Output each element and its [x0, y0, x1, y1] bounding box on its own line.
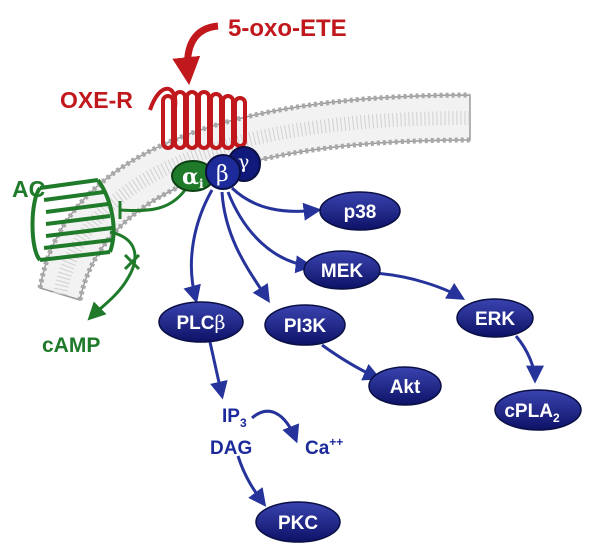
camp-label: cAMP: [42, 334, 100, 357]
g-gamma-label: γ: [238, 151, 249, 173]
node-mek: MEK: [303, 250, 381, 290]
ca-label: Ca++: [305, 435, 343, 459]
arrow-pi3k-to-akt: [321, 343, 382, 381]
oxe-receptor: [148, 86, 247, 150]
node-cpla2-label: cPLA2: [504, 401, 560, 425]
receptor-label: OXE-R: [60, 87, 133, 113]
node-pi3k: PI3K: [264, 304, 346, 346]
arrow-to-mek: [226, 191, 314, 274]
node-erk: ERK: [456, 298, 534, 338]
node-erk-label: ERK: [475, 309, 515, 330]
node-plcb: PLCβ: [158, 301, 244, 343]
node-pi3k-label: PI3K: [284, 316, 327, 337]
node-pkc: PKC: [255, 501, 341, 543]
arrow-to-pi3k: [220, 191, 270, 304]
ac-to-camp-arrow: [87, 230, 137, 321]
node-pkc-label: PKC: [278, 513, 318, 534]
arrow-erk-to-cpla2: [514, 335, 544, 384]
node-p38: p38: [319, 191, 401, 231]
arrow-to-plcb: [183, 189, 214, 304]
g-protein: αi β γ: [171, 146, 261, 192]
arrow-ip3-to-ca: [251, 409, 300, 444]
block-cross: [123, 253, 141, 271]
node-p38-label: p38: [344, 202, 377, 223]
g-alpha-label: αi: [182, 164, 204, 191]
adenylyl-cyclase: [30, 178, 116, 262]
node-plcb-label: PLCβ: [177, 312, 226, 334]
g-beta-subunit: [205, 154, 241, 190]
cell-membrane: [37, 92, 471, 301]
node-mek-label: MEK: [321, 261, 364, 282]
g-beta-label: β: [216, 162, 229, 187]
dag-label: DAG: [210, 438, 252, 459]
arrow-mek-to-erk: [371, 271, 466, 300]
ip3-label: IP3: [222, 406, 247, 430]
arrow-plcb-to-ip3: [208, 341, 228, 400]
ligand-label: 5-oxo-ETE: [228, 15, 347, 42]
arrow-to-p38: [230, 186, 322, 221]
inhibition-line: [119, 189, 187, 213]
node-cpla2: cPLA2: [494, 389, 582, 431]
arrow-dag-to-pkc: [236, 455, 267, 507]
node-akt: Akt: [368, 366, 442, 406]
ligand-arrow: [172, 22, 219, 86]
node-akt-label: Akt: [390, 377, 421, 398]
